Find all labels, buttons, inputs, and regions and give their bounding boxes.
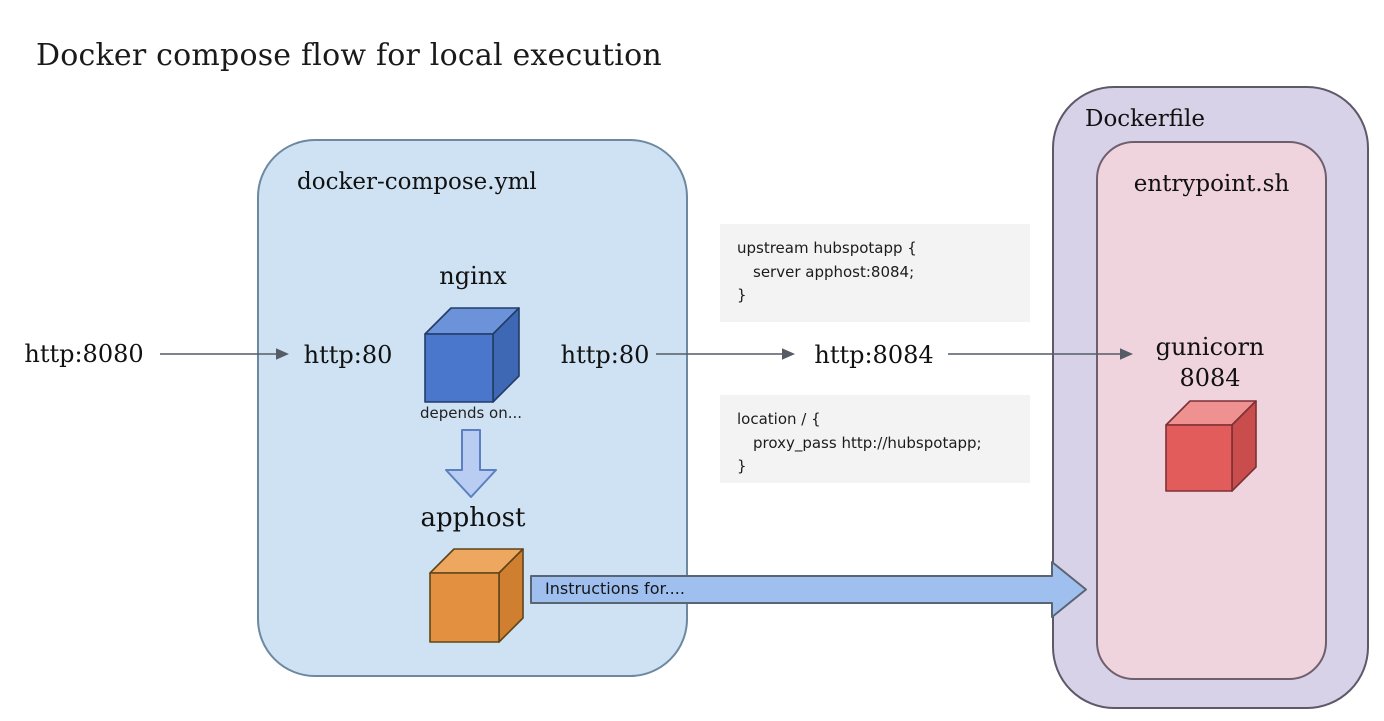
upstream-config-snippet: upstream hubspotapp { server apphost:808… — [720, 224, 1030, 322]
gunicorn-port: 8084 — [1179, 364, 1241, 392]
docker-compose-box-label: docker-compose.yml — [297, 169, 537, 195]
code-line: location / { — [737, 410, 821, 428]
nginx-label: nginx — [439, 262, 507, 290]
host-port-label: http:8080 — [24, 340, 144, 368]
gunicorn-label: gunicorn 8084 — [1130, 332, 1290, 394]
gunicorn-name: gunicorn — [1155, 333, 1265, 361]
code-line: } — [737, 457, 747, 475]
nginx-port-out-label: http:80 — [560, 341, 650, 369]
dockerfile-box-label: Dockerfile — [1085, 106, 1206, 132]
dockerfile-box: Dockerfile entrypoint.sh — [1052, 86, 1369, 709]
page-title: Docker compose flow for local execution — [36, 38, 662, 73]
instructions-arrow-label: Instructions for.... — [545, 579, 685, 598]
upstream-port-label: http:8084 — [814, 341, 934, 369]
location-config-snippet: location / { proxy_pass http://hubspotap… — [720, 395, 1030, 483]
apphost-label: apphost — [420, 503, 526, 533]
entrypoint-box-label: entrypoint.sh — [1133, 171, 1290, 197]
entrypoint-box: entrypoint.sh — [1096, 141, 1327, 680]
depends-on-note: depends on... — [419, 404, 523, 422]
code-line: server apphost:8084; — [753, 262, 915, 281]
code-line: } — [737, 286, 747, 304]
nginx-port-in-label: http:80 — [303, 341, 393, 369]
code-line: upstream hubspotapp { — [737, 239, 917, 257]
code-line: proxy_pass http://hubspotapp; — [753, 433, 982, 452]
